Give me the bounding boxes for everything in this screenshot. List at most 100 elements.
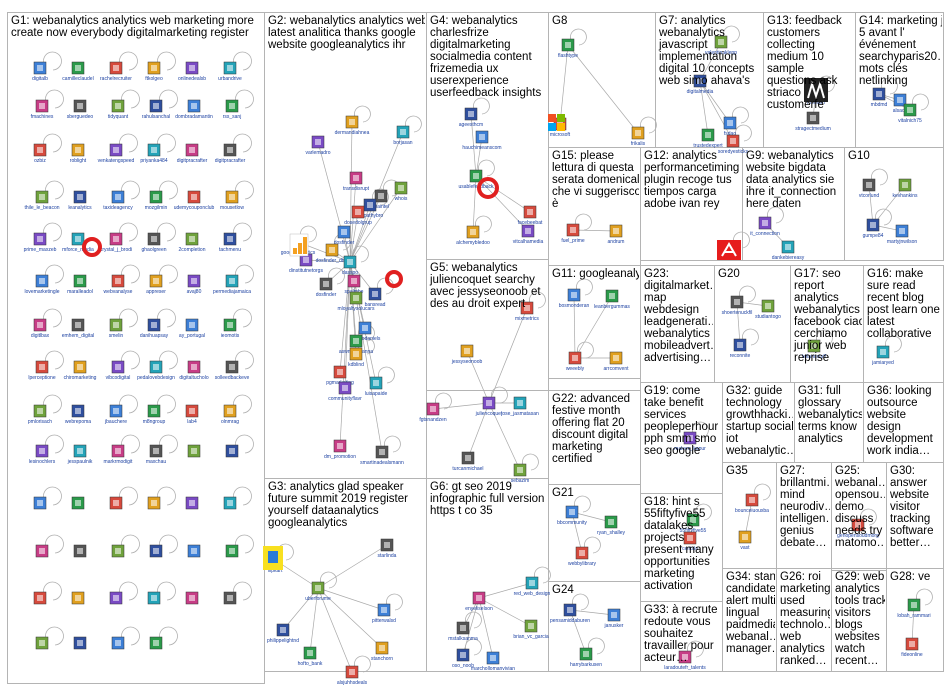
node-g1-8[interactable]: tidyquant [108, 99, 129, 120]
node-g25-0[interactable]: genopensoudmorg [837, 518, 879, 539]
node-g1-27[interactable]: ghaolgreen [141, 232, 167, 253]
node-g1-43[interactable]: chiromarketing [64, 360, 97, 381]
node-g5-1[interactable]: jessyseonoob [451, 344, 483, 365]
node-g2-21[interactable]: communityflavr [328, 381, 362, 402]
node-g1-76[interactable] [185, 591, 199, 605]
node-g1-63[interactable] [147, 496, 161, 510]
node-g1-68[interactable] [111, 544, 125, 558]
node-g1-64[interactable] [185, 496, 199, 510]
node-g6-4[interactable]: oso_noob [452, 648, 474, 669]
node-g1-16[interactable]: digitpracrafter [177, 143, 208, 164]
node-g1-3[interactable]: ftkolgeo [145, 61, 163, 82]
node-g1-55[interactable]: jesspaulnik [67, 444, 93, 465]
node-g4-1[interactable]: hauchimeanscom [462, 130, 502, 151]
node-g2-4[interactable]: thaintel [373, 189, 389, 210]
node-g6-0[interactable]: red_web_design [514, 576, 551, 597]
node-g1-38[interactable]: smelin [109, 318, 124, 339]
node-g1-80[interactable] [111, 636, 125, 650]
node-g1-5[interactable]: urbandrive [218, 61, 242, 82]
node-g1-72[interactable] [33, 591, 47, 605]
node-g1-50[interactable]: jbauchere [104, 404, 127, 425]
node-g5-4[interactable]: fgtsnandzen [419, 402, 447, 423]
node-g1-42[interactable]: lperceptione [28, 360, 56, 381]
node-g1-0[interactable]: digitalb [32, 61, 48, 82]
node-g1-17[interactable]: digitpracrafter [215, 143, 246, 164]
node-g10-3[interactable]: martyjnwilson [887, 224, 918, 245]
node-g1-61[interactable] [71, 496, 85, 510]
node-g1-69[interactable] [149, 544, 163, 558]
node-g9-0[interactable]: it_connection [750, 216, 780, 237]
node-g5-2[interactable]: juliencoquet [475, 396, 503, 417]
node-g1-20[interactable]: taxideagency [103, 190, 133, 211]
node-g35-1[interactable]: vast [738, 530, 752, 551]
node-g3-7[interactable]: stanchorn [371, 641, 393, 662]
node-g10-0[interactable]: vtcorlund [859, 178, 880, 199]
node-g1-7[interactable]: sberguedeo [67, 99, 94, 120]
node-g1-15[interactable]: priyanka484 [140, 143, 168, 164]
node-g1-10[interactable]: dombradamantin [175, 99, 213, 120]
node-g6-3[interactable]: brian_vc_garcia [513, 619, 549, 640]
node-g2-9[interactable]: dosedolgrup [344, 205, 372, 226]
node-g2-1[interactable]: varlemadro [305, 135, 331, 156]
node-g1-21[interactable]: mozgilmin [145, 190, 168, 211]
node-g5-3[interactable]: jose_jasmatasan [500, 396, 539, 417]
node-g1-75[interactable] [147, 591, 161, 605]
node-g1-34[interactable]: avaj80 [187, 274, 202, 295]
node-g13-1[interactable]: stragectmedium [795, 111, 831, 132]
node-g18-0[interactable]: 55fiftyfive55 [680, 513, 707, 534]
node-g1-2[interactable]: rachelrecruiter [100, 61, 132, 82]
node-g6-1[interactable]: enyeliselson [465, 591, 493, 612]
node-g28-0[interactable]: lobah_rammari [897, 598, 931, 619]
node-g28-1[interactable]: fideonline [901, 637, 923, 658]
node-g1-47[interactable]: solleedbackeve [215, 360, 250, 381]
node-g5-5[interactable]: turcanmichael [452, 451, 484, 472]
node-g1-58[interactable] [187, 444, 201, 458]
node-g1-79[interactable] [73, 636, 87, 650]
node-g15-0[interactable]: fuel_prime [561, 223, 585, 244]
node-g4-4[interactable]: alchemybledoo [456, 225, 490, 246]
node-g9-1[interactable]: dankebiereasy [772, 240, 805, 261]
node-g1-26[interactable]: crystal_j_brodi [100, 232, 132, 253]
node-g1-67[interactable] [73, 544, 87, 558]
node-g11-1[interactable]: leanbergummas [594, 289, 630, 310]
node-g11-2[interactable]: weeebly [566, 351, 585, 372]
node-g1-52[interactable]: lab4 [185, 404, 199, 425]
node-g1-59[interactable] [225, 444, 239, 458]
node-g14-0[interactable]: mbdmd [871, 87, 888, 108]
node-g1-29[interactable]: tachmenu [219, 232, 241, 253]
node-g1-35[interactable]: permediajamaica [213, 274, 251, 295]
node-g1-4[interactable]: onlinedealsb [178, 61, 206, 82]
node-g2-24[interactable]: smartinadealsmann [360, 445, 404, 466]
node-g1-6[interactable]: fmachines [31, 99, 54, 120]
node-g2-0[interactable]: dermandiahnea [335, 115, 370, 136]
node-g1-77[interactable] [223, 591, 237, 605]
node-g21-2[interactable]: webbylibrary [568, 546, 597, 567]
node-g1-37[interactable]: emhem_digital [62, 318, 95, 339]
node-g4-5[interactable]: vitcalhamedia [513, 224, 544, 245]
node-g17-0[interactable]: lelianostaff [802, 339, 827, 360]
node-g21-1[interactable]: ryan_shalley [597, 515, 626, 536]
node-g11-0[interactable]: bosmonderan [559, 288, 590, 309]
node-g1-46[interactable]: digitaltucholo [179, 360, 209, 381]
node-g2-14[interactable]: dosfinder [316, 277, 337, 298]
node-g3-3[interactable]: philippelightnd [267, 623, 299, 644]
node-g3-2[interactable]: uberforume [305, 581, 331, 602]
node-g1-23[interactable]: mousetlow [220, 190, 244, 211]
node-g24-1[interactable]: janusker [604, 608, 624, 629]
node-g2-7[interactable]: dosfinder [334, 225, 355, 246]
node-g20-1[interactable]: studiantogo [755, 299, 781, 320]
node-g16-0[interactable]: jamiaryed [871, 345, 894, 366]
node-g1-40[interactable]: ay_portugal [179, 318, 205, 339]
node-g2-15[interactable]: mloyaltysolucars [338, 291, 375, 312]
node-g1-19[interactable]: leanalytics [68, 190, 92, 211]
node-g7-0[interactable]: valentinaklepp [705, 35, 737, 56]
node-g1-1[interactable]: camilleclaudel [62, 61, 94, 82]
node-g1-81[interactable] [149, 636, 163, 650]
node-g10-1[interactable]: kevhankins [892, 178, 918, 199]
node-g1-78[interactable] [35, 636, 49, 650]
node-g1-39[interactable]: danihuapsay [140, 318, 169, 339]
node-g3-1[interactable]: starlinda [378, 538, 397, 559]
node-g2-17[interactable]: maryjodaniels [350, 321, 381, 342]
node-g20-0[interactable]: shoertenuckfil [722, 295, 753, 316]
node-g1-74[interactable] [109, 591, 123, 605]
